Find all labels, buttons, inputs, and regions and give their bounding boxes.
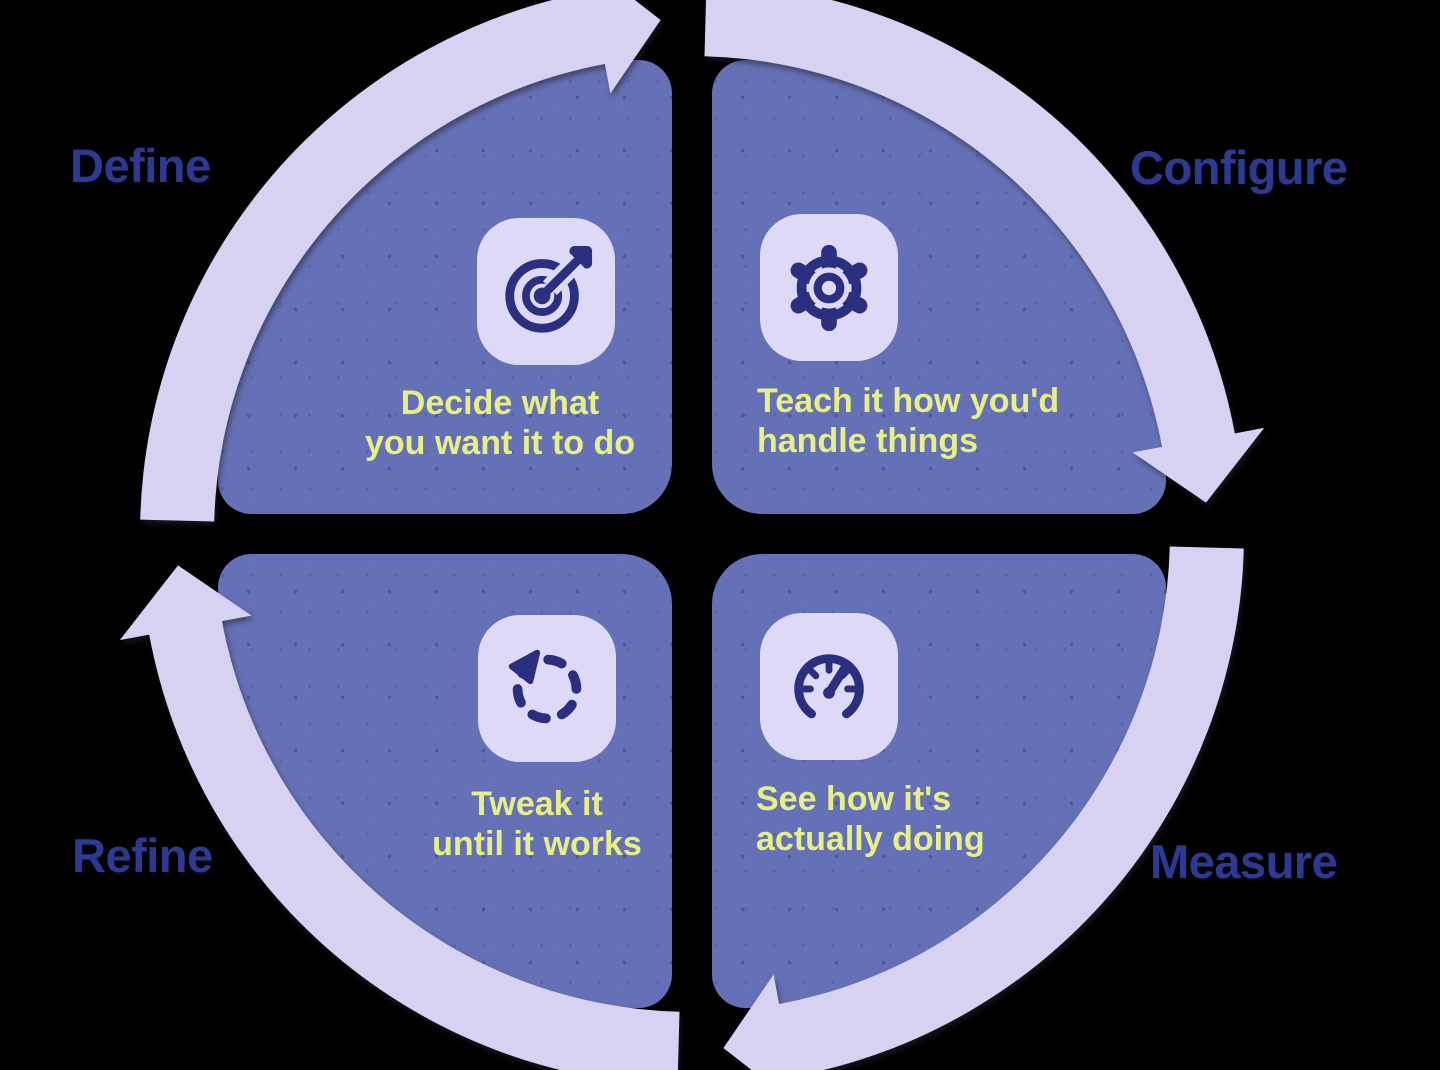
label-define: Define <box>70 139 211 192</box>
define-caption: Decide what you want it to do <box>320 383 680 463</box>
refine-caption-line1: Tweak it <box>471 785 603 823</box>
configure-caption-line2: handle things <box>757 422 978 460</box>
label-refine: Refine <box>72 829 213 882</box>
label-measure: Measure <box>1150 835 1338 888</box>
speedometer-icon <box>794 653 864 718</box>
refresh-icon <box>508 649 582 723</box>
label-configure: Configure <box>1130 141 1348 194</box>
refine-caption-line2: until it works <box>432 825 642 863</box>
define-caption-line1: Decide what <box>400 384 600 422</box>
refine-caption: Tweak it until it works <box>357 784 717 864</box>
refine-icon-box <box>478 615 616 762</box>
target-icon <box>505 242 595 333</box>
configure-icon-box <box>760 214 898 361</box>
define-caption-line2: you want it to do <box>364 424 636 462</box>
measure-caption-line1: See how it's <box>756 780 952 818</box>
measure-caption-line2: actually doing <box>756 820 985 858</box>
measure-caption: See how it's actually doing <box>756 779 1096 859</box>
configure-caption-line1: Teach it how you'd <box>757 382 1060 420</box>
configure-caption: Teach it how you'd handle things <box>757 381 1097 461</box>
measure-icon-box <box>760 613 898 760</box>
quadrant-refine <box>218 554 672 1008</box>
gear-icon <box>790 244 868 331</box>
define-icon-box <box>477 218 615 365</box>
